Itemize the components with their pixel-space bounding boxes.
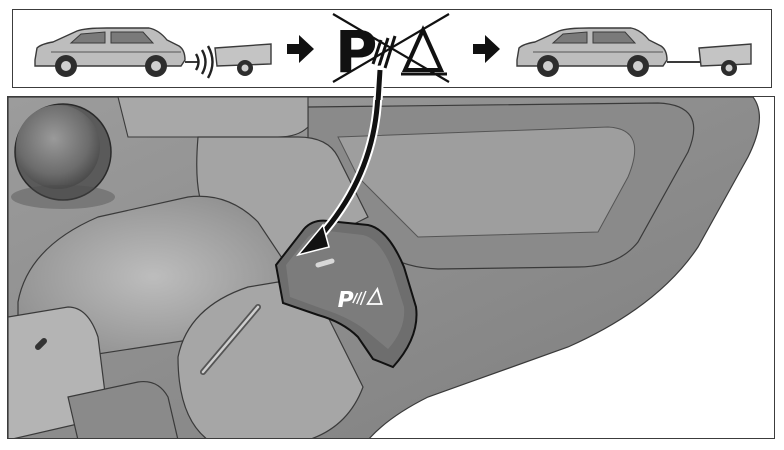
parking-assist-off-symbol: P <box>332 13 450 86</box>
car-trailer-attached-illustration <box>516 27 752 77</box>
next-arrow-icon <box>473 35 500 63</box>
next-arrow-icon <box>287 35 314 63</box>
sequence-panel: P <box>12 9 772 88</box>
park-symbol-letter: P <box>335 18 378 86</box>
pointer-arrow <box>295 97 383 257</box>
indicator-light <box>315 258 335 268</box>
control-knob <box>11 103 115 209</box>
pointer-arrow-connector <box>373 65 385 100</box>
parking-assist-button[interactable]: P <box>274 219 418 369</box>
car-trailer-sensing-illustration <box>34 27 272 79</box>
button-symbol-letter: P <box>335 287 356 313</box>
console-closeup-panel: P <box>7 96 775 439</box>
parking-assist-symbol-icon: P <box>335 286 383 313</box>
